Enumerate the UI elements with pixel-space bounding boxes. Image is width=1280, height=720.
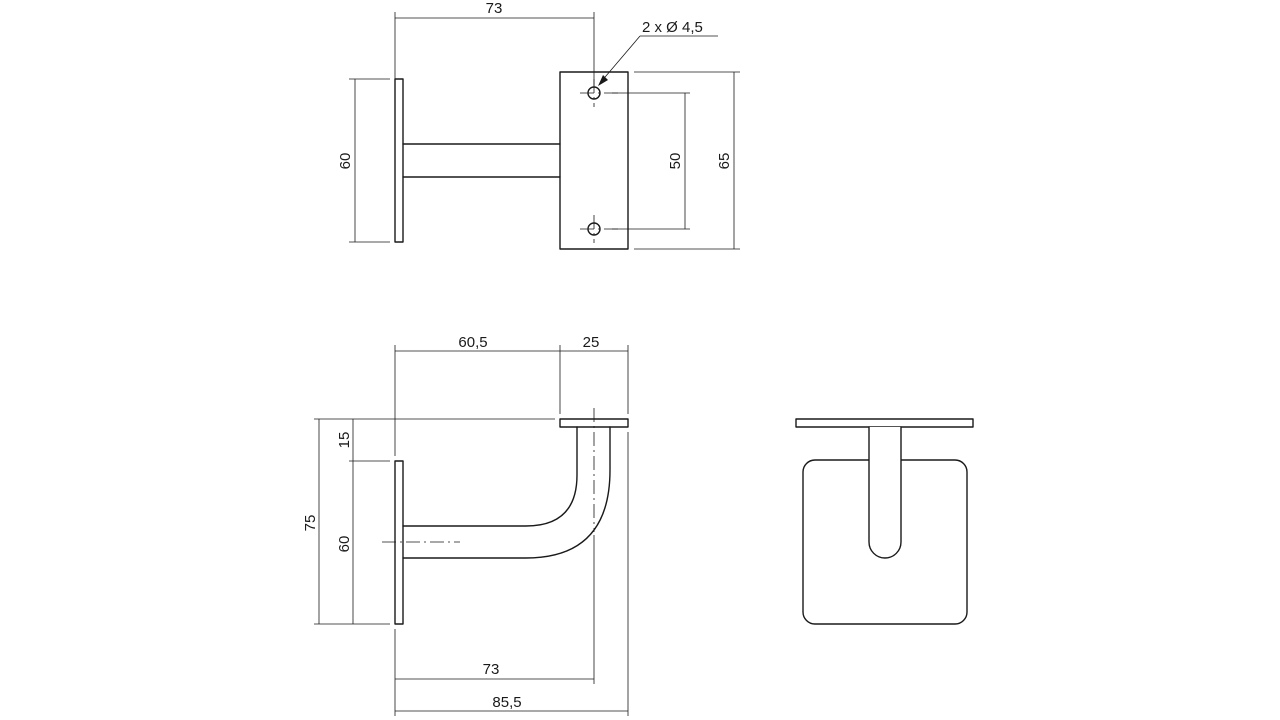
side-dim-plate-height-label: 60 <box>336 536 353 553</box>
side-arm-outer <box>402 426 611 559</box>
front-view <box>795 418 974 625</box>
top-dim-bracket-height-label: 65 <box>716 153 733 170</box>
side-arm-inner <box>402 426 578 527</box>
top-hole-leader <box>599 35 641 84</box>
top-hole-callout-label: 2 x Ø 4,5 <box>642 19 703 36</box>
top-view: 73 2 x Ø 4,5 60 50 65 <box>337 0 740 250</box>
side-dim-total-length-label: 85,5 <box>492 694 521 711</box>
front-saddle-plate <box>795 418 974 428</box>
front-arm <box>868 426 902 559</box>
side-dim-offset-label: 15 <box>336 432 353 449</box>
top-wall-plate <box>394 78 404 243</box>
side-wall-plate <box>394 460 404 625</box>
top-dim-hole-spacing-label: 50 <box>667 153 684 170</box>
top-dim-plate-height-label: 60 <box>337 153 354 170</box>
side-view: 60,5 25 75 15 60 73 85,5 <box>302 334 629 716</box>
side-dim-reach-label: 73 <box>483 661 500 678</box>
top-hole-leader-arrow <box>598 75 608 86</box>
side-dim-upper-length-label: 60,5 <box>458 334 487 351</box>
side-dim-saddle-width-label: 25 <box>583 334 600 351</box>
top-dim-length-label: 73 <box>486 0 503 17</box>
side-dim-total-height-label: 75 <box>302 515 319 532</box>
